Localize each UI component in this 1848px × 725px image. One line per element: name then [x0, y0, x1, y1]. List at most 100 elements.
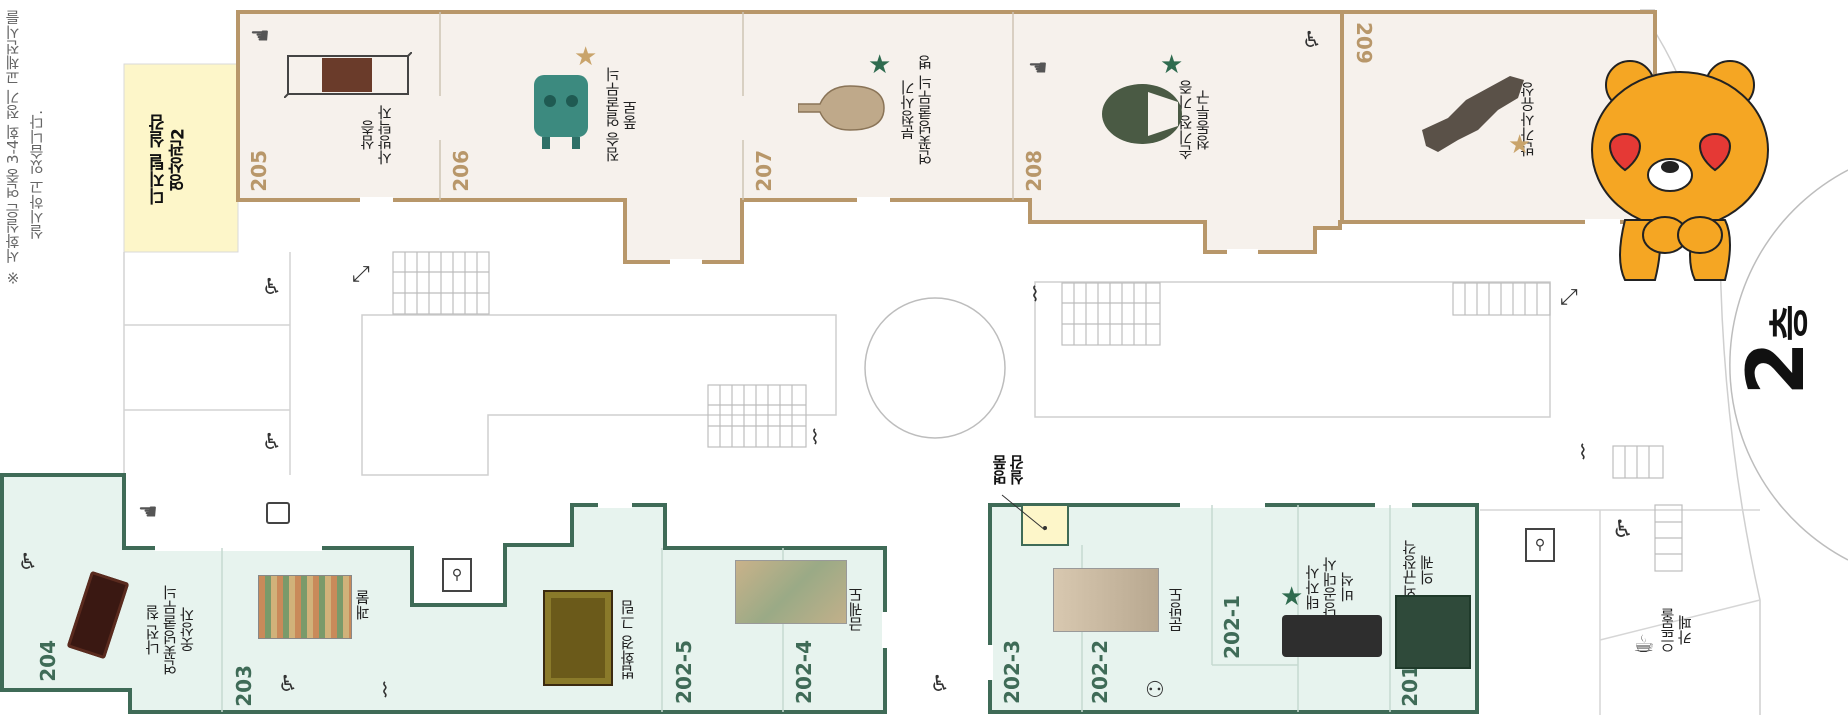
room-number-209: 209: [1352, 22, 1376, 64]
masterpiece-line1: 명품: [991, 455, 1009, 485]
room-number-208: 208: [1022, 150, 1046, 192]
touch-icon-208: ☚: [1028, 56, 1048, 81]
floor-number: 2: [1732, 341, 1822, 396]
star-icon-207: ★: [868, 50, 892, 80]
room-number-207: 207: [752, 150, 776, 192]
artifact-brazier-image: [534, 75, 588, 149]
artifact-vase-image: [798, 85, 885, 131]
artifact-stele-image: [1282, 615, 1382, 657]
masterpiece-room-area: [1021, 504, 1069, 546]
cafe-line1: 으뜸홀: [1659, 608, 1677, 653]
artifact-helmet-image: [1102, 84, 1182, 144]
stairs-icon-center-right: ⌇: [1030, 282, 1040, 306]
exhibit-202-2-line1: 문방도: [1167, 587, 1185, 633]
exhibit-205-line2: 사방탁자: [376, 105, 395, 165]
room-number-202-2: 202-2: [1088, 640, 1112, 704]
central-hall-right: [1034, 281, 1551, 418]
escalator-icon-right: ⤢: [1560, 285, 1578, 310]
notice-line1: ※ 서화실은 연중 3-4회 정기 교체전시를: [4, 10, 22, 287]
exhibit-label-205[interactable]: 삼층 사방탁자: [359, 90, 410, 180]
room-number-202-4: 202-4: [792, 640, 816, 704]
star-icon-208: ★: [1160, 50, 1184, 80]
exhibit-label-202-4[interactable]: 금궤도: [847, 575, 878, 645]
exhibit-205-line1: 삼층: [359, 120, 377, 150]
room-number-205: 205: [247, 150, 271, 192]
artifact-uigwe-image: [1395, 595, 1471, 669]
exhibit-label-202-2[interactable]: 문방도: [1167, 575, 1198, 645]
escalator-icon-upper: ⤢: [352, 262, 370, 287]
artifact-lotus-sutra-image: [543, 590, 613, 686]
star-icon-202-1: ★: [1280, 582, 1304, 612]
accessible-icon-corridor: ♿: [930, 672, 950, 697]
rotunda-arc: [1729, 169, 1848, 561]
digital-room-label[interactable]: 디지털 실감 영상관2: [149, 105, 210, 215]
exhibit-label-lotus-sutra[interactable]: 법화경 그림: [619, 590, 650, 690]
exhibit-label-204[interactable]: 나전 칠 연꽃넝쿨무늬 옷상자: [144, 570, 225, 690]
exhibit-207-line2: 연꽃넝쿨무늬 병: [916, 55, 935, 165]
stairs-upper-left: [392, 251, 490, 315]
artifact-table-image: [284, 52, 412, 98]
room-number-203: 203: [232, 665, 256, 707]
exhibit-202-4-line1: 금궤도: [847, 587, 865, 633]
exhibit-204-line1: 나전 칠: [144, 605, 162, 655]
artifact-munbangdo-image: [1053, 568, 1159, 632]
accessible-icon-204: ♿: [18, 550, 38, 575]
room-number-202-5: 202-5: [672, 640, 696, 704]
left-corridor: [123, 252, 291, 475]
digital-room-line1: 디지털 실감: [149, 114, 169, 206]
central-hall-left: [361, 314, 837, 476]
stairs-center-left: [707, 384, 807, 448]
digital-room-line2: 영상관2: [168, 128, 189, 192]
restroom-accessible-icon-lower: ♿: [262, 430, 282, 455]
masterpiece-room-label[interactable]: 명품 실감: [991, 455, 1042, 485]
floor-suffix: 층: [1767, 304, 1813, 342]
locker-icon: [266, 502, 290, 524]
central-rotunda: [864, 297, 1006, 439]
exhibit-207-line1: 분청사기: [899, 80, 917, 140]
cafe-icon: ☕: [1633, 630, 1655, 658]
camera-icon-202-2: ⚇: [1145, 678, 1165, 703]
exhibit-208-line2: 청동투구: [1194, 90, 1213, 150]
touch-icon-205: ☚: [250, 24, 270, 49]
exhibit-label-203[interactable]: 괘불: [354, 575, 385, 635]
character-mascot-image: [1591, 60, 1769, 281]
restroom-icon-lower: ⚲: [442, 558, 472, 592]
exhibit-lotus-sutra-line1: 법화경 그림: [619, 600, 637, 680]
room-number-204: 204: [36, 640, 60, 682]
accessible-icon-203: ♿: [278, 672, 298, 697]
notice-line2: 실시하고 있습니다.: [28, 110, 46, 240]
upper-wing: [236, 10, 1657, 264]
artifact-statue-image: [1422, 76, 1524, 152]
digital-room-area: [123, 63, 239, 253]
accessible-icon-208: ♿: [1302, 28, 1322, 53]
stairs-right-top: [1452, 282, 1551, 316]
exhibit-204-line3: 옷상자: [178, 607, 197, 653]
room-number-201: 201: [1398, 665, 1422, 707]
exhibit-label-207[interactable]: 분청사기 연꽃넝쿨무늬 병: [899, 45, 950, 175]
star-icon-206: ★: [574, 42, 598, 72]
floor-label: 2층: [1732, 300, 1848, 400]
touch-icon-left: ☚: [138, 500, 158, 525]
stairs-icon-lower: ⌇: [380, 678, 390, 702]
exhibit-206-line1: 짐승 얼굴무늬: [604, 67, 622, 163]
exhibit-206-line2: 풍로: [621, 100, 640, 130]
artifact-geumgwedo-image: [735, 560, 847, 624]
lower-right-wing: [988, 503, 1479, 714]
exhibit-203-line1: 괘불: [354, 590, 372, 620]
cafe-line2: 카페: [1676, 615, 1695, 646]
exhibit-label-206[interactable]: 짐승 얼굴무늬 풍로: [604, 55, 655, 175]
masterpiece-line2: 실감: [1008, 455, 1027, 485]
room-number-206: 206: [449, 150, 473, 192]
star-icon-209: ★: [1508, 130, 1532, 160]
stairs-icon-center: ⌇: [810, 425, 820, 449]
stairs-icon-right: ⌇: [1578, 440, 1588, 464]
room-number-202-3: 202-3: [1000, 640, 1024, 704]
restroom-icon-right: ⚲: [1525, 528, 1555, 562]
exhibit-204-line2: 연꽃넝쿨무늬: [161, 585, 180, 675]
cafe-label[interactable]: 으뜸홀 카페: [1659, 608, 1708, 653]
stairs-center-right: [1061, 282, 1161, 346]
artifact-gwaebul-image: [258, 575, 352, 639]
accessible-icon-right: ♿: [1612, 515, 1634, 543]
restroom-accessible-icon-upper: ♿: [262, 275, 282, 300]
